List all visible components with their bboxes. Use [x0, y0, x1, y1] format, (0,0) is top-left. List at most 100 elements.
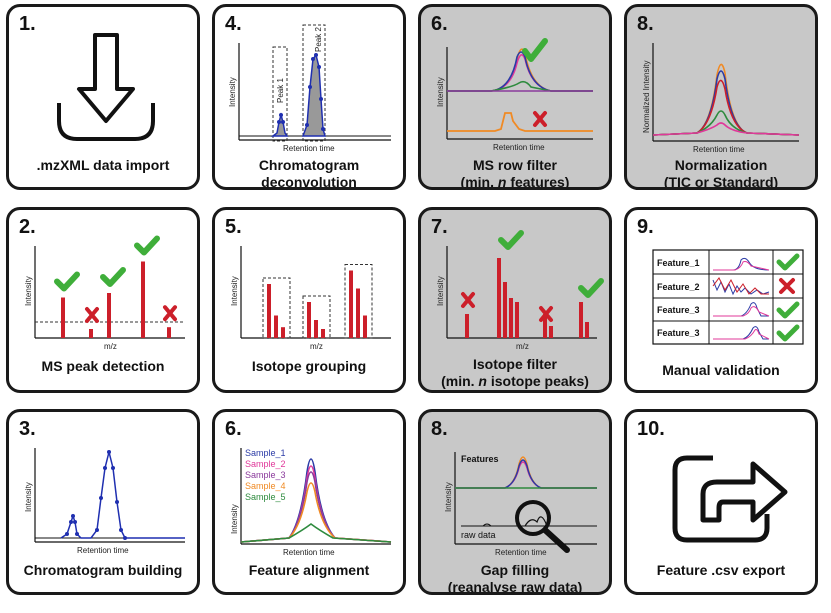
- cross-icon: [85, 307, 99, 323]
- x-axis-label: Retention time: [495, 548, 547, 557]
- peak-detection-chart: Intensity m/z: [24, 235, 185, 351]
- cross-icon: [779, 278, 795, 294]
- x-axis-label: Retention time: [693, 145, 745, 154]
- check-icon: [134, 235, 160, 256]
- y-axis-label: Intensity: [24, 482, 33, 512]
- step-title: MS peak detection: [41, 358, 165, 374]
- step-title-line2: (reanalyse raw data): [447, 579, 583, 595]
- check-icon: [522, 38, 548, 62]
- bar: [141, 261, 145, 338]
- y-axis-label: Normalized Intensity: [642, 61, 651, 133]
- step-number: 7.: [431, 216, 448, 238]
- bar: [321, 329, 325, 338]
- step-title-line2: deconvolution: [261, 174, 357, 190]
- step-number: 10.: [637, 418, 665, 440]
- title-prefix: (min.: [460, 174, 498, 190]
- bar: [549, 326, 553, 338]
- isotope-grouping-chart: Intensity m/z: [230, 246, 391, 351]
- bar: [314, 320, 318, 338]
- bar: [503, 282, 507, 338]
- bar: [363, 315, 367, 338]
- step-title-line1: Chromatogram: [258, 157, 360, 173]
- bar: [307, 302, 311, 338]
- title-suffix: isotope peaks): [486, 373, 589, 389]
- bar: [515, 302, 519, 338]
- y-axis-label: Intensity: [444, 482, 453, 512]
- step-number: 2.: [19, 216, 36, 238]
- step-number: 8.: [431, 418, 448, 440]
- bar: [167, 327, 171, 338]
- x-axis-label: m/z: [516, 342, 529, 351]
- legend-sample-4: Sample_4: [245, 481, 286, 491]
- step-title-line2: (min. n features): [421, 174, 609, 190]
- peak-1-label: Peak 1: [276, 78, 285, 103]
- step-title: Feature alignment: [248, 562, 370, 578]
- check-icon: [776, 301, 800, 319]
- y-axis-label: Intensity: [230, 504, 239, 534]
- legend-sample-2: Sample_2: [245, 459, 286, 469]
- y-axis-label: Intensity: [230, 276, 239, 306]
- row-label: Feature_2: [657, 282, 700, 292]
- x-axis-label: Retention time: [283, 144, 335, 153]
- bar: [267, 284, 271, 338]
- step-number: 1.: [19, 13, 36, 35]
- bar: [349, 270, 353, 338]
- step-8a-card: 8. Normalized Intensity Retention time N…: [624, 4, 818, 190]
- step-7-card: 7. Intensity m/z Isotope filter (min. n …: [418, 207, 612, 393]
- bar: [89, 329, 93, 338]
- step-number: 6.: [225, 418, 242, 440]
- y-axis-label: Intensity: [228, 77, 237, 107]
- step-6b-card: 6. Intensity Retention time MS row filte…: [418, 4, 612, 190]
- step-number: 8.: [637, 13, 654, 35]
- raw-data-label: raw data: [461, 530, 496, 540]
- y-axis-label: Intensity: [24, 276, 33, 306]
- step-2-card: 2. Intensity m/z MS peak detection: [6, 207, 200, 393]
- step-title-line2: (min. n isotope peaks): [421, 373, 609, 390]
- bar: [356, 288, 360, 338]
- alignment-chart: Sample_1 Sample_2 Sample_3 Sample_4 Samp…: [230, 448, 392, 557]
- magnifier-icon: [515, 500, 551, 536]
- row-label: Feature_3: [657, 328, 700, 338]
- legend-sample-1: Sample_1: [245, 448, 286, 458]
- row-filter-chart: Intensity Retention time: [436, 38, 593, 152]
- x-axis-label: m/z: [310, 342, 323, 351]
- check-icon: [100, 267, 126, 287]
- isotope-filter-chart: Intensity m/z: [436, 230, 604, 351]
- deconvolution-chart: Peak 1 Peak 2 Intensity Retention time: [228, 24, 391, 153]
- bar: [281, 327, 285, 338]
- legend-sample-5: Sample_5: [245, 492, 286, 502]
- title-suffix: features): [506, 174, 570, 190]
- step-title: Isotope grouping: [251, 358, 367, 374]
- step-8b-card: 8. Features raw data Intensity Retention…: [418, 409, 612, 595]
- step-6a-card: 6. Sample_1 Sample_2 Sample_3 Sample_4 S…: [212, 409, 406, 595]
- validation-table: Feature_1 Feature_2 Feature_3 Feature_3: [652, 249, 804, 345]
- download-icon: [57, 33, 155, 141]
- step-3-card: 3. Intensity Retention time Chromatogram…: [6, 409, 200, 595]
- gap-filling-chart: Features raw data Intensity Retention ti…: [444, 452, 597, 557]
- x-axis-label: Retention time: [77, 546, 129, 555]
- step-10-card: 10. Feature .csv export: [624, 409, 818, 595]
- step-number: 4.: [225, 13, 242, 35]
- export-icon: [672, 455, 788, 543]
- step-title: Chromatogram building: [23, 562, 183, 578]
- step-4-card: 4. Peak 1 Peak 2 Intensity Retention tim…: [212, 4, 406, 190]
- step-number: 3.: [19, 418, 36, 440]
- bar: [509, 298, 513, 338]
- cross-icon: [163, 305, 177, 322]
- step-1-card: 1. .mzXML data import: [6, 4, 200, 190]
- legend-sample-3: Sample_3: [245, 470, 286, 480]
- y-axis-label: Intensity: [436, 77, 445, 107]
- bar: [274, 315, 278, 338]
- x-axis-label: Retention time: [283, 548, 335, 557]
- step-number: 6.: [431, 13, 448, 35]
- step-title-line1: Isotope filter: [472, 356, 557, 372]
- step-title-line2: (TIC or Standard): [663, 174, 779, 190]
- row-label: Feature_1: [657, 258, 700, 268]
- title-n: n: [497, 174, 507, 190]
- peak-2-label: Peak 2: [314, 27, 323, 52]
- step-title: .mzXML data import: [36, 157, 170, 173]
- cross-icon: [533, 111, 547, 127]
- normalization-chart: Normalized Intensity Retention time: [642, 43, 800, 154]
- x-axis-label: Retention time: [493, 143, 545, 152]
- step-5-card: 5. Intensity m/z Isotope grouping: [212, 207, 406, 393]
